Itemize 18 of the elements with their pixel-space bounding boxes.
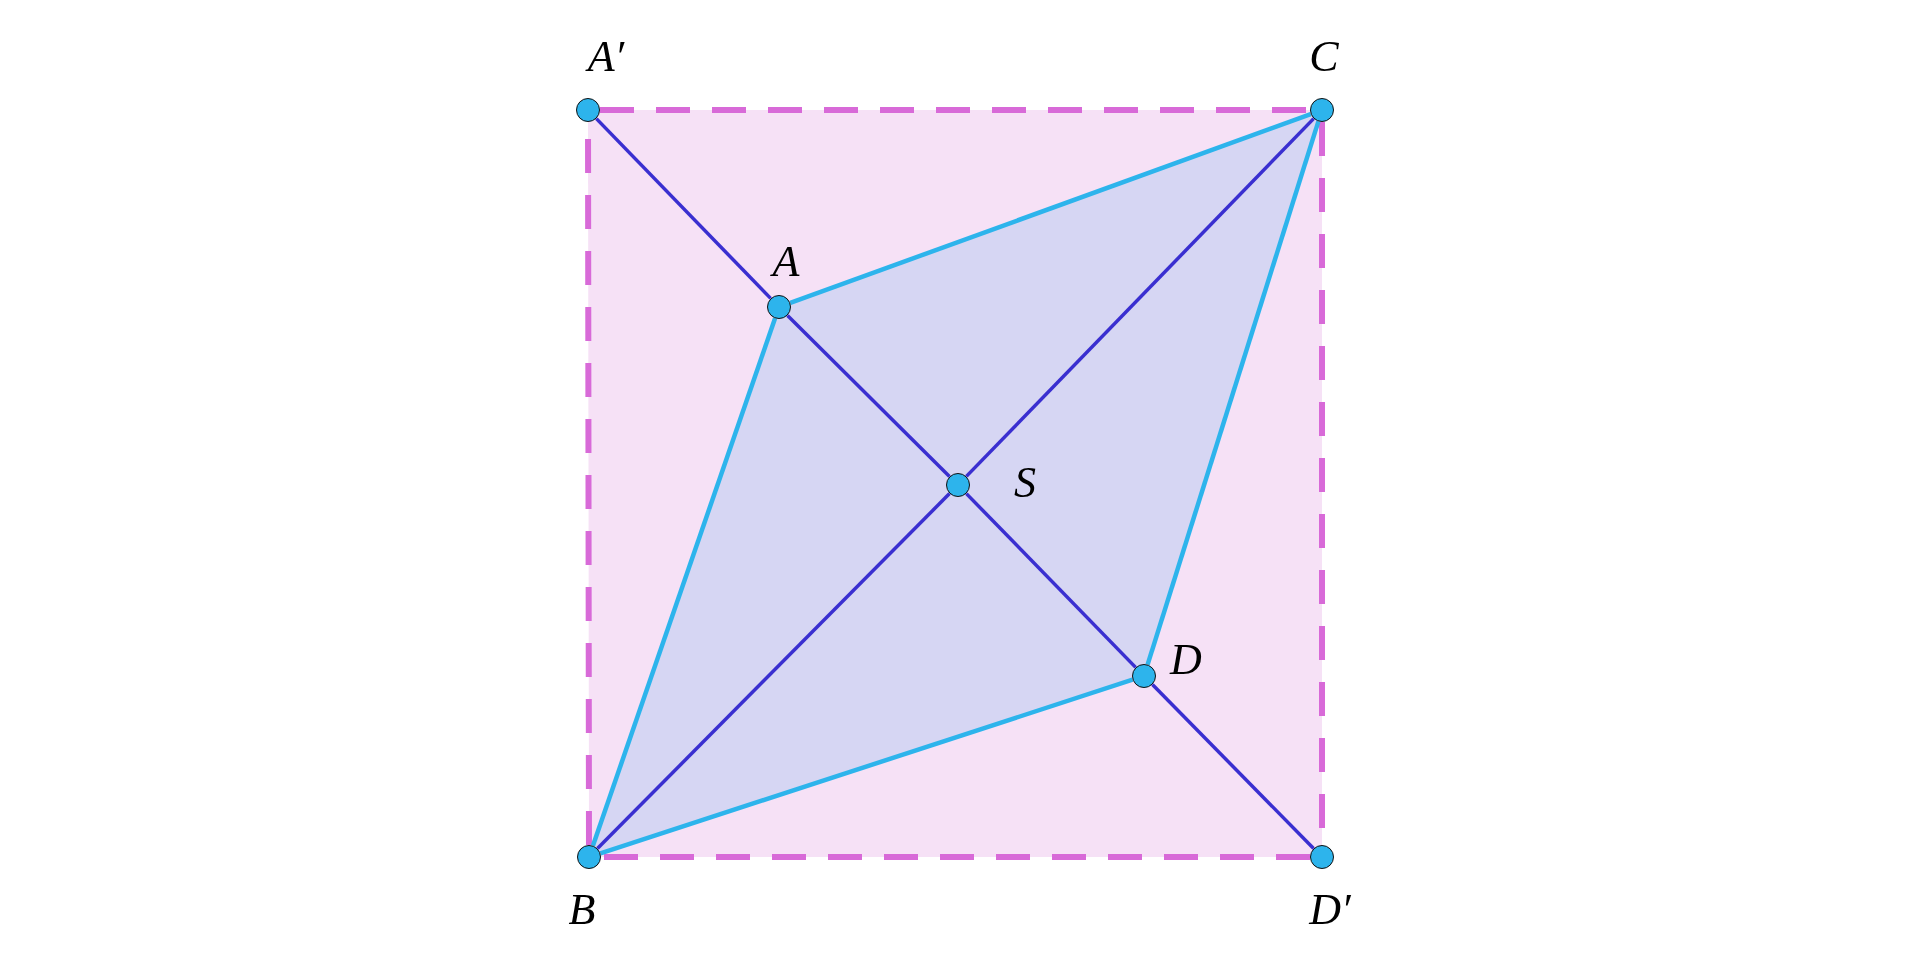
line-segment [590, 317, 778, 847]
line-segment [965, 117, 1315, 478]
point-label: B [568, 888, 596, 932]
line-segment [599, 677, 1134, 856]
point-label: D′ [1309, 888, 1351, 932]
dashed-line [601, 854, 1310, 860]
line-segment [1145, 120, 1321, 666]
line-segment [1151, 683, 1315, 850]
line-segment [789, 111, 1312, 306]
point-label: A′ [587, 35, 625, 79]
line-segment [965, 492, 1137, 669]
point-label: C [1309, 35, 1339, 79]
line-segment [596, 492, 951, 850]
line-segment [786, 314, 951, 478]
point-label: A [772, 240, 800, 284]
point-label: D [1170, 638, 1202, 682]
point-label: S [1014, 461, 1036, 505]
line-segment [595, 117, 772, 300]
